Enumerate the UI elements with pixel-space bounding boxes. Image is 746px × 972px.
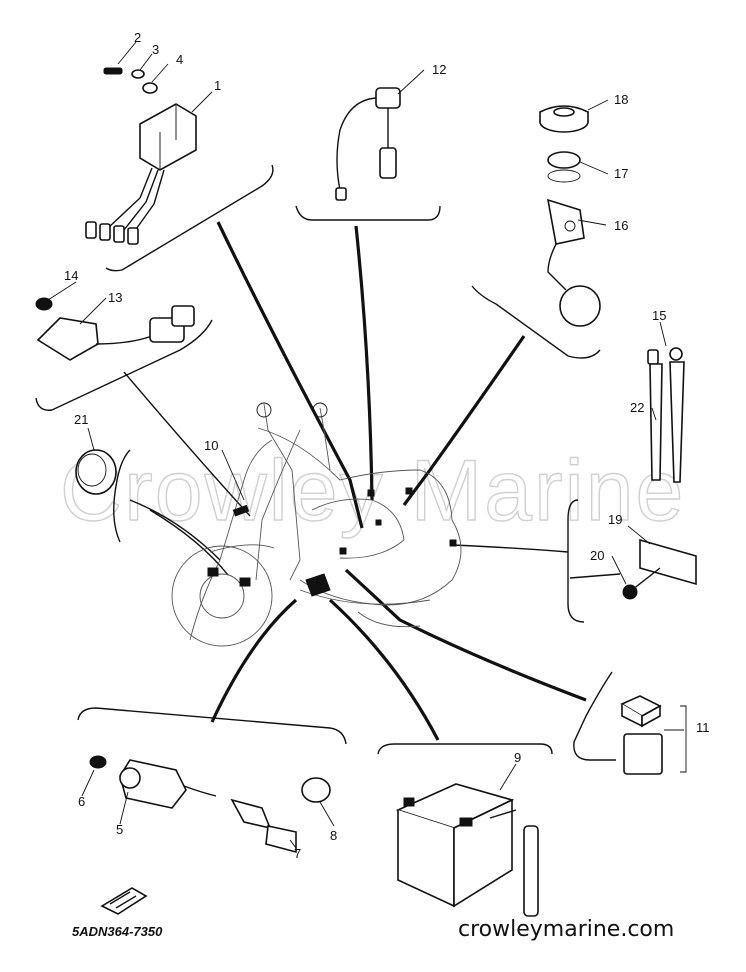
callout-16: 16 — [614, 218, 628, 233]
callout-22: 22 — [630, 400, 644, 415]
group-brackets — [35, 164, 687, 773]
part-fuel-sender — [539, 105, 601, 327]
callout-1: 1 — [214, 78, 221, 93]
callout-3: 3 — [152, 42, 159, 57]
callout-10: 10 — [204, 438, 218, 453]
callout-20: 20 — [590, 548, 604, 563]
callout-6: 6 — [78, 794, 85, 809]
website-label: crowleymarine.com — [458, 917, 674, 942]
scooter-outline — [171, 402, 462, 647]
part-grommet — [75, 449, 117, 495]
harness-wires — [123, 221, 621, 741]
callout-14: 14 — [64, 268, 78, 283]
diagram-marker-icon — [100, 887, 148, 915]
part-plate — [622, 538, 697, 600]
diagram-code: 5ADN364-7350 — [72, 924, 163, 939]
callout-4: 4 — [176, 52, 183, 67]
callout-8: 8 — [330, 828, 337, 843]
callout-2: 2 — [134, 30, 141, 45]
leader-lines — [47, 41, 684, 849]
part-cable-tie — [647, 347, 685, 483]
part-battery — [395, 783, 539, 917]
part-ignition-coil — [89, 755, 331, 854]
callout-19: 19 — [608, 512, 622, 527]
part-sensor — [335, 87, 401, 201]
part-fuse-cover — [620, 695, 663, 775]
callout-11: 11 — [696, 720, 710, 735]
callout-15: 15 — [652, 308, 666, 323]
callout-7: 7 — [294, 846, 301, 861]
callout-labels: 1 2 3 4 5 6 7 8 9 10 11 12 13 14 15 16 1… — [64, 30, 710, 861]
part-control-unit — [85, 103, 197, 245]
callout-18: 18 — [614, 92, 628, 107]
callout-17: 17 — [614, 166, 628, 181]
callout-12: 12 — [432, 62, 446, 77]
part-relay — [35, 297, 195, 361]
callout-9: 9 — [514, 750, 521, 765]
callout-5: 5 — [116, 822, 123, 837]
callout-13: 13 — [108, 290, 122, 305]
bolt-fastener — [103, 67, 158, 94]
callout-21: 21 — [74, 412, 88, 427]
